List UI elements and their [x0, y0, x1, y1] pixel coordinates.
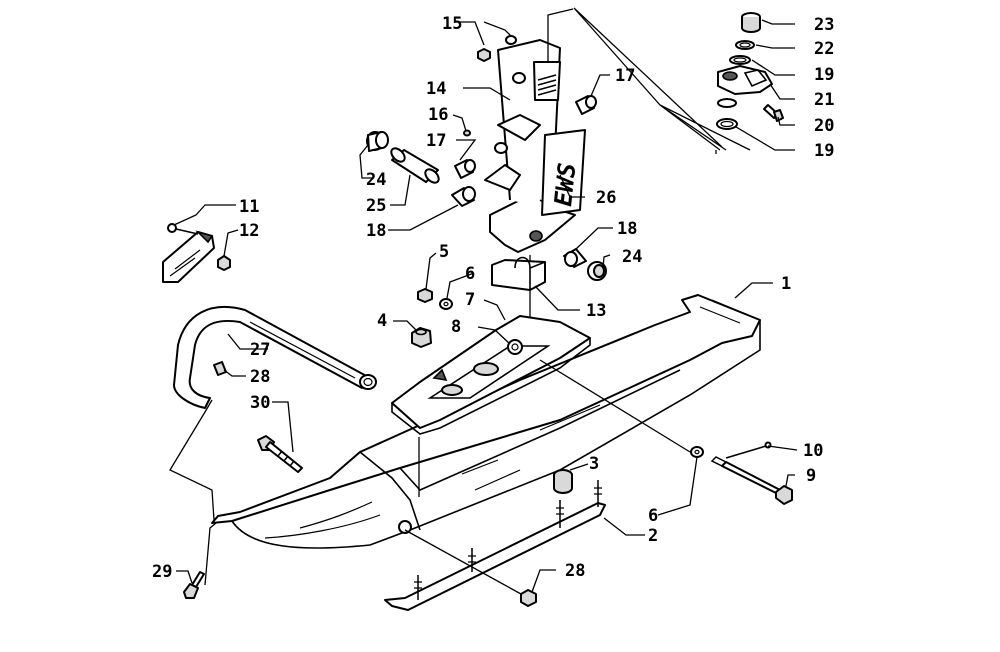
callout-6b: 6: [648, 506, 658, 526]
callout-20: 20: [814, 116, 834, 136]
sleeve-25: [390, 147, 440, 184]
callout-1: 1: [781, 274, 791, 294]
callout-28b: 28: [565, 561, 585, 581]
callout-15: 15: [442, 14, 462, 34]
washer-6a: [439, 298, 453, 310]
callout-5: 5: [439, 242, 449, 262]
callout-14: 14: [426, 79, 446, 99]
washer-6b: [690, 446, 704, 458]
lock-nut-4: [411, 327, 432, 348]
ews-logo-text: EWS: [549, 162, 581, 208]
callout-25: 25: [366, 196, 386, 216]
callout-16: 16: [428, 105, 448, 125]
nut-5: [417, 288, 433, 303]
leader-lines: [169, 7, 798, 595]
bolt-20: [763, 104, 784, 122]
callout-22: 22: [814, 39, 834, 59]
callout-7: 7: [465, 290, 475, 310]
clamp-21: [717, 65, 773, 95]
callout-30: 30: [250, 393, 270, 413]
wear-bar: [384, 480, 606, 611]
callout-18a: 18: [366, 221, 386, 241]
cotter-pin-10: [725, 441, 772, 459]
spring-block-13: [491, 256, 546, 291]
handle-11: [162, 223, 215, 283]
callout-13: 13: [586, 301, 606, 321]
callout-12: 12: [239, 221, 259, 241]
callout-28a: 28: [250, 367, 270, 387]
callout-9: 9: [806, 466, 816, 486]
nut-12: [217, 255, 231, 271]
callout-29: 29: [152, 562, 172, 582]
callout-3: 3: [589, 454, 599, 474]
callout-6a: 6: [465, 264, 475, 284]
callout-2: 2: [648, 526, 658, 546]
ski-loop-27: [173, 305, 377, 409]
callout-10: 10: [803, 441, 823, 461]
washer-24b: [587, 261, 607, 281]
callout-26: 26: [596, 188, 616, 208]
spacer-3: [553, 469, 573, 494]
callout-24a: 24: [366, 170, 386, 190]
callout-27: 27: [250, 340, 270, 360]
bushing-17b: [454, 159, 476, 179]
callout-19b: 19: [814, 141, 834, 161]
callout-labels: 1 2 3 4 5 6 6 7 8 9 10 11 12 13 14 15 16…: [152, 14, 834, 582]
bolt-29: [183, 571, 205, 599]
nut-28b: [520, 589, 537, 607]
callout-23: 23: [814, 15, 834, 35]
callout-4: 4: [377, 311, 387, 331]
callout-17b: 17: [426, 131, 446, 151]
cap-23: [741, 12, 761, 33]
bolt-9: [710, 456, 793, 505]
bushing-17a: [575, 95, 597, 115]
bolt-28a: [213, 361, 227, 376]
callout-21: 21: [814, 90, 834, 110]
washer-22: [735, 40, 755, 50]
ski-body: [211, 294, 761, 549]
callout-24b: 24: [622, 247, 642, 267]
callout-11: 11: [239, 197, 259, 217]
bolt-30: [257, 435, 303, 473]
callout-17a: 17: [615, 66, 635, 86]
grease-fitting-16: [463, 129, 471, 137]
callout-19a: 19: [814, 65, 834, 85]
ski-saddle: [391, 315, 591, 435]
bushing-18b: [563, 248, 587, 268]
ews-decal: EWS: [541, 129, 586, 216]
callout-8: 8: [451, 317, 461, 337]
washer-19b: [716, 98, 738, 130]
washer-19a: [729, 55, 751, 65]
bushing-18a: [451, 186, 476, 207]
callout-18b: 18: [617, 219, 637, 239]
washer-24a: [366, 131, 389, 152]
